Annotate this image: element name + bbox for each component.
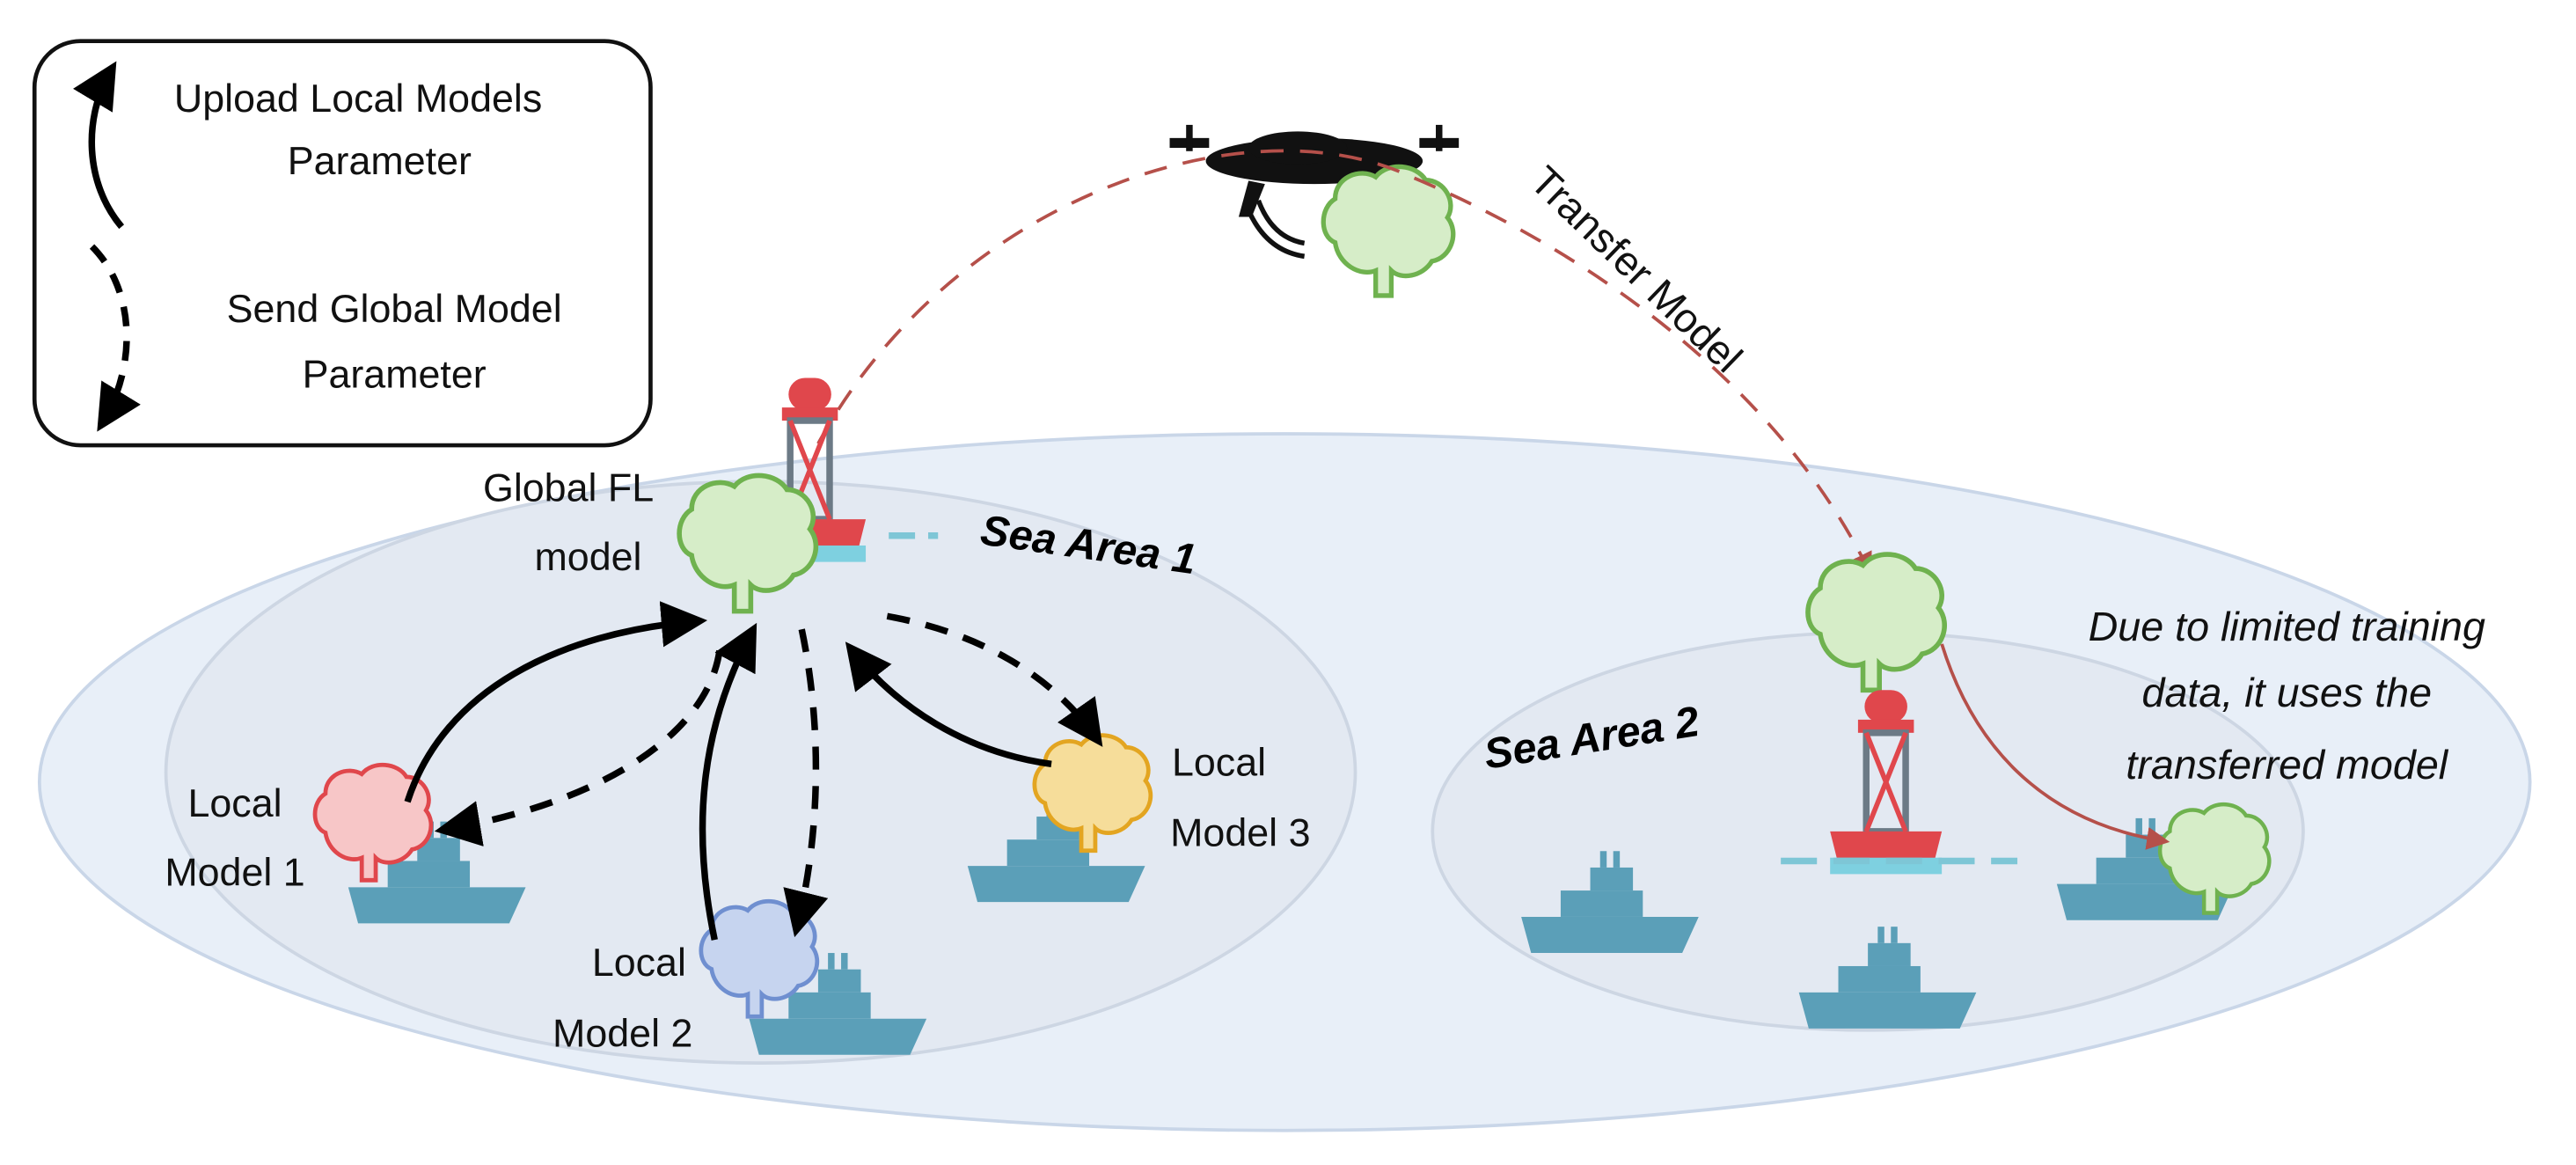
- global-label-2: model: [534, 535, 641, 579]
- note-line-2: data, it uses the: [2142, 670, 2433, 715]
- local-1-label-1: Local: [187, 781, 282, 825]
- upload-arrow-2: [699, 622, 757, 941]
- apply-transfer-arrow: [1940, 643, 2170, 850]
- legend-box: Upload Local Models Parameter Send Globa…: [32, 39, 653, 448]
- legend-upload-label-1: Upload Local Models: [174, 77, 542, 121]
- transfer-label: Transfer Model: [1522, 158, 1752, 381]
- legend-send-label-1: Send Global Model: [227, 287, 562, 331]
- send-arrow-1: [434, 649, 723, 846]
- local-3-label-2: Model 3: [1170, 811, 1310, 855]
- local-3-label-1: Local: [1172, 740, 1266, 784]
- upload-arrow-1: [404, 601, 708, 803]
- upload-arrow-icon: [73, 61, 125, 230]
- upload-arrow-3: [845, 641, 1052, 767]
- transfer-arrow: [816, 149, 1872, 576]
- note-line-3: transferred model: [2126, 742, 2448, 788]
- local-2-label-2: Model 2: [553, 1011, 692, 1055]
- legend-send-label-2: Parameter: [303, 353, 487, 397]
- local-1-label-2: Model 1: [165, 850, 304, 894]
- send-arrow-3: [886, 612, 1103, 747]
- legend-upload-label-2: Parameter: [288, 139, 472, 183]
- buoy-2-icon: [1781, 690, 2018, 875]
- local-2-label-1: Local: [592, 941, 686, 985]
- note-line-1: Due to limited training: [2089, 604, 2485, 649]
- global-label-1: Global FL: [483, 466, 654, 510]
